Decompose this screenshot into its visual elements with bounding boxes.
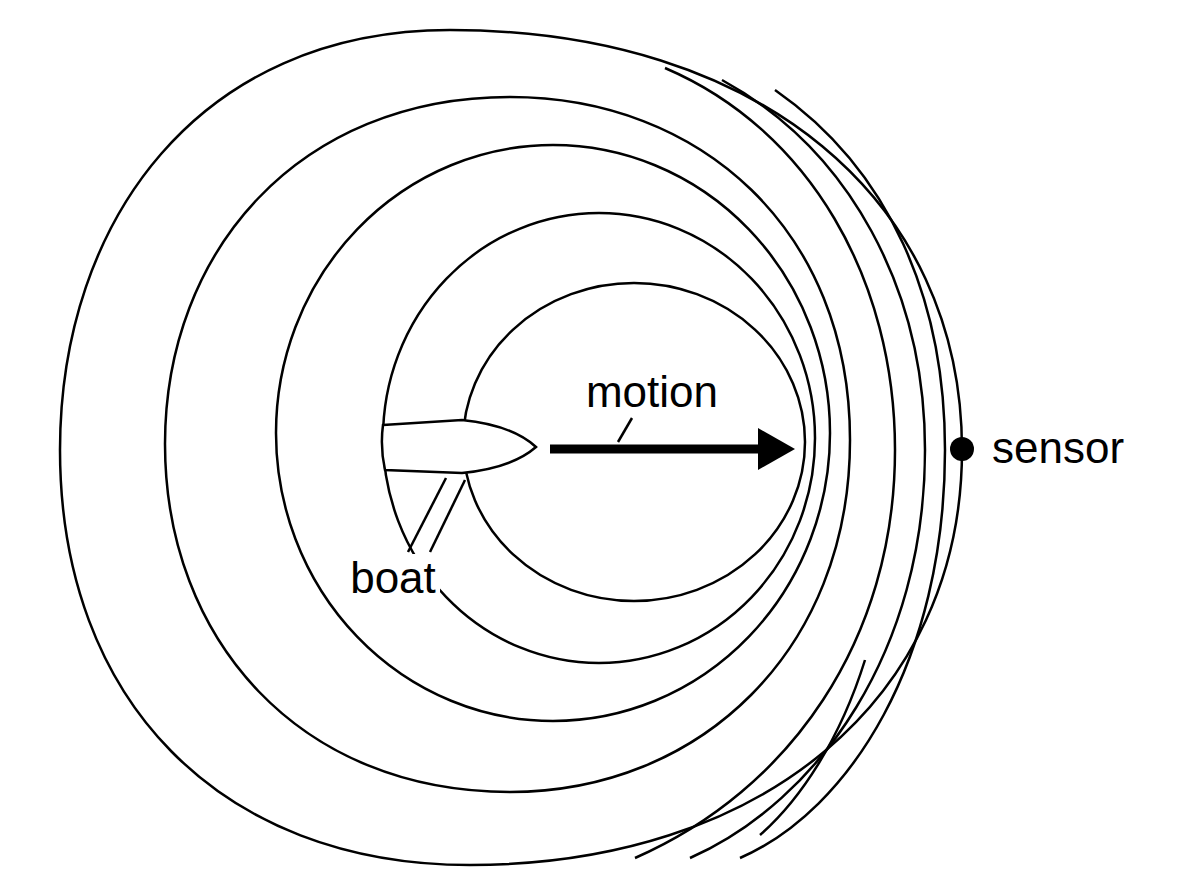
sensor-dot — [950, 437, 974, 461]
text-label: boat — [346, 554, 440, 602]
text-label: sensor — [988, 424, 1128, 472]
wavefront — [165, 97, 850, 792]
leader-line — [408, 478, 446, 552]
wavefront-arc — [760, 660, 865, 835]
motion-arrow — [550, 445, 765, 454]
wavefront-arc — [635, 68, 895, 858]
leader-line — [430, 480, 465, 552]
wavefront-arc — [690, 80, 925, 858]
leader-line — [618, 418, 632, 442]
arrow-head — [758, 428, 795, 470]
wavefront-arc — [740, 90, 945, 858]
wavefront — [276, 145, 830, 721]
boat-hull — [382, 420, 536, 473]
wavefront — [60, 30, 962, 865]
text-label: motion — [582, 368, 722, 416]
